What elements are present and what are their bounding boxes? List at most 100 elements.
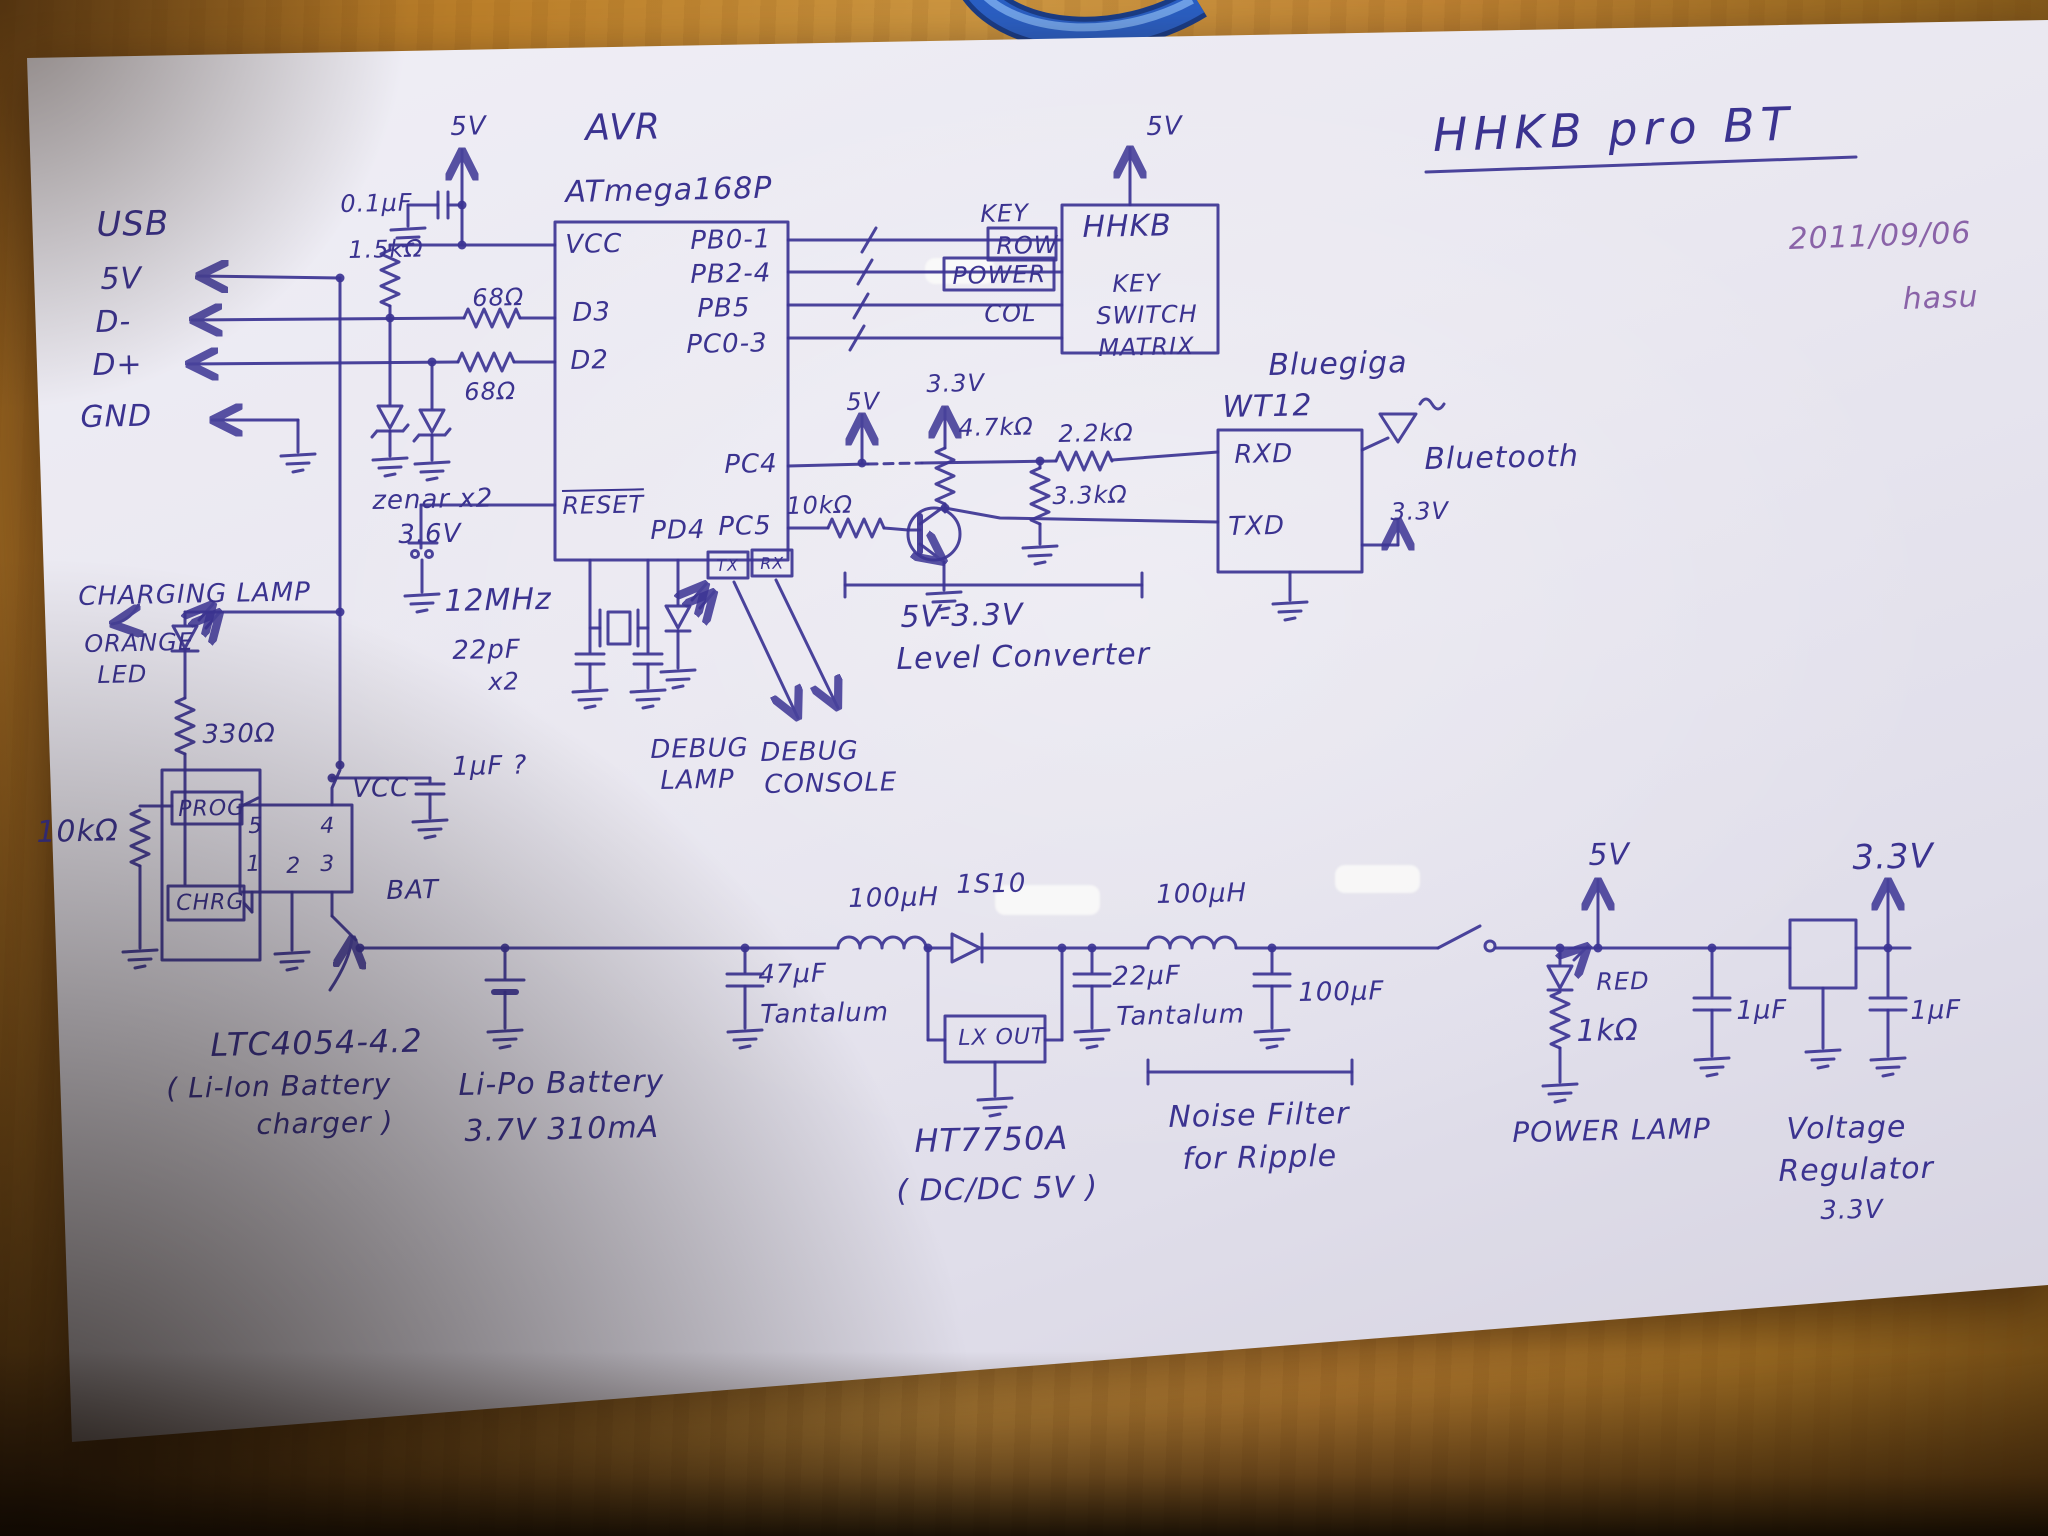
charger-part-label: LTC4054-4.2	[210, 1021, 424, 1064]
bt-antenna-label: Bluetooth	[1424, 438, 1580, 477]
cap-22uf-label: 22µF	[1112, 960, 1182, 992]
regulator-label-3: 3.3V	[1820, 1194, 1884, 1226]
inductor1-label: 100µH	[848, 882, 940, 914]
avr-pin-vcc: VCC	[565, 228, 623, 260]
debug-rx-label: RX	[760, 553, 785, 573]
out-33v-label: 3.3V	[1852, 836, 1935, 878]
zener-voltage-label: 3.6V	[398, 518, 462, 550]
charger-pin5: 5	[248, 813, 264, 839]
level-47k-label: 4.7kΩ	[958, 412, 1034, 442]
matrix-sig-power: POWER	[952, 260, 1047, 290]
zener-label: zenar x2	[372, 483, 494, 516]
level-5v-label: 5V	[846, 387, 881, 416]
avr-pin-pb5: PB5	[697, 292, 751, 324]
battery-label-1: Li-Po Battery	[458, 1063, 665, 1103]
author-label: hasu	[1902, 279, 1980, 317]
matrix-name: HHKB	[1082, 208, 1173, 245]
avr-pin-d3: D3	[572, 297, 612, 328]
avr-pin-pc4: PC4	[724, 448, 778, 480]
avr-heading: AVR	[585, 106, 662, 149]
level-10k-label: 10kΩ	[786, 490, 854, 520]
avr-5v-label: 5V	[450, 111, 487, 142]
bt-part-label: WT12	[1222, 388, 1313, 425]
noise-filter-label-2: for Ripple	[1182, 1138, 1338, 1177]
usb-dminus-label: D-	[95, 304, 132, 340]
dminus-resistor-label: 68Ω	[472, 282, 525, 312]
avr-pin-pc5: PC5	[718, 510, 772, 542]
date-label: 2011/09/06	[1788, 215, 1973, 257]
diode-1s10-label: 1S10	[956, 868, 1027, 900]
ground-symbol	[629, 688, 667, 710]
bt-pin-rxd: RXD	[1234, 438, 1294, 470]
bt-brand-label: Bluegiga	[1268, 345, 1408, 383]
matrix-sig-col: COL	[984, 298, 1037, 328]
crystal-circuit	[571, 558, 667, 710]
ground-symbol	[1271, 600, 1309, 622]
matrix-line1: KEY	[1112, 268, 1162, 298]
orange-led-label-1: ORANGE	[84, 627, 195, 658]
cap-47uf-label: 47µF	[758, 958, 828, 990]
matrix-5v-label: 5V	[1146, 111, 1183, 142]
ground-symbol	[413, 460, 451, 482]
charger-10k-label: 10kΩ	[36, 813, 120, 850]
usb-dplus-label: D+	[92, 346, 143, 383]
ground-symbol	[486, 1028, 524, 1050]
usb-5v-label: 5V	[100, 261, 143, 297]
charger-330-label: 330Ω	[202, 718, 277, 750]
charger-chrg-label: CHRG	[176, 889, 245, 916]
usb-heading: USB	[96, 203, 170, 245]
avr-pin-pb24: PB2-4	[690, 258, 772, 290]
charger-cap-label: 1µF ?	[452, 750, 528, 782]
out-cap2-label: 1µF	[1910, 994, 1962, 1026]
bt-pin-txd: TXD	[1228, 510, 1286, 542]
ground-symbol	[121, 948, 159, 970]
ground-symbol	[273, 950, 311, 972]
usb-wires	[188, 274, 466, 474]
ground-symbol	[411, 818, 449, 840]
ground-symbol	[403, 592, 441, 614]
avr-part-label: ATmega168P	[565, 170, 773, 210]
ground-symbol	[1253, 1028, 1291, 1050]
avr-pin-pb01: PB0-1	[690, 224, 772, 256]
noise-filter-label-1: Noise Filter	[1168, 1096, 1350, 1135]
power-lamp-label: POWER LAMP	[1512, 1111, 1712, 1149]
charging-lamp-label: CHARGING LAMP	[78, 577, 312, 612]
ground-symbol	[976, 1096, 1014, 1118]
ground-symbol	[726, 1028, 764, 1050]
out-cap1-label: 1µF	[1736, 994, 1788, 1026]
avr-pin-pc03: PC0-3	[686, 328, 768, 360]
charger-vcc-label: VCC	[352, 772, 410, 804]
ground-symbol	[1804, 1048, 1842, 1070]
bypass-cap-label: 0.1µF	[340, 188, 413, 218]
cap-22uf-type-label: Tantalum	[1116, 999, 1246, 1032]
out-red-led-label: RED	[1596, 966, 1650, 996]
usb-gnd-label: GND	[80, 398, 153, 435]
ground-symbol	[1073, 1028, 1111, 1050]
cap-47uf-type-label: Tantalum	[760, 997, 890, 1030]
out-1k-label: 1kΩ	[1576, 1012, 1640, 1049]
ground-symbol	[659, 668, 697, 690]
matrix-sig-key: KEY	[980, 198, 1030, 228]
dcdc-part-label: HT7750A	[914, 1118, 1069, 1160]
dcdc-desc-label: ( DC/DC 5V )	[896, 1169, 1099, 1209]
crystal-label: 12MHz	[444, 581, 553, 619]
inductor2-label: 100µH	[1156, 878, 1248, 910]
charger-pin2: 2	[286, 853, 302, 879]
ground-symbol	[1869, 1056, 1907, 1078]
out-5v-label: 5V	[1588, 837, 1631, 873]
avr-pin-d2: D2	[570, 345, 610, 376]
charger-pin1: 1	[246, 851, 262, 877]
charger-pin3: 3	[320, 851, 336, 877]
avr-pin-pd4: PD4	[650, 514, 706, 546]
regulator-label-1: Voltage	[1786, 1109, 1907, 1147]
orange-led-label-2: LED	[97, 659, 148, 689]
xtal-cap-qty-label: x2	[488, 667, 521, 696]
matrix-line2: SWITCH	[1096, 299, 1199, 330]
level-caption-1: 5V-3.3V	[900, 597, 1024, 635]
level-22k-label: 2.2kΩ	[1058, 418, 1134, 448]
charger-bat-label: BAT	[386, 874, 440, 906]
matrix-line3: MATRIX	[1098, 331, 1195, 362]
debug-lamp-label-2: LAMP	[660, 764, 736, 796]
